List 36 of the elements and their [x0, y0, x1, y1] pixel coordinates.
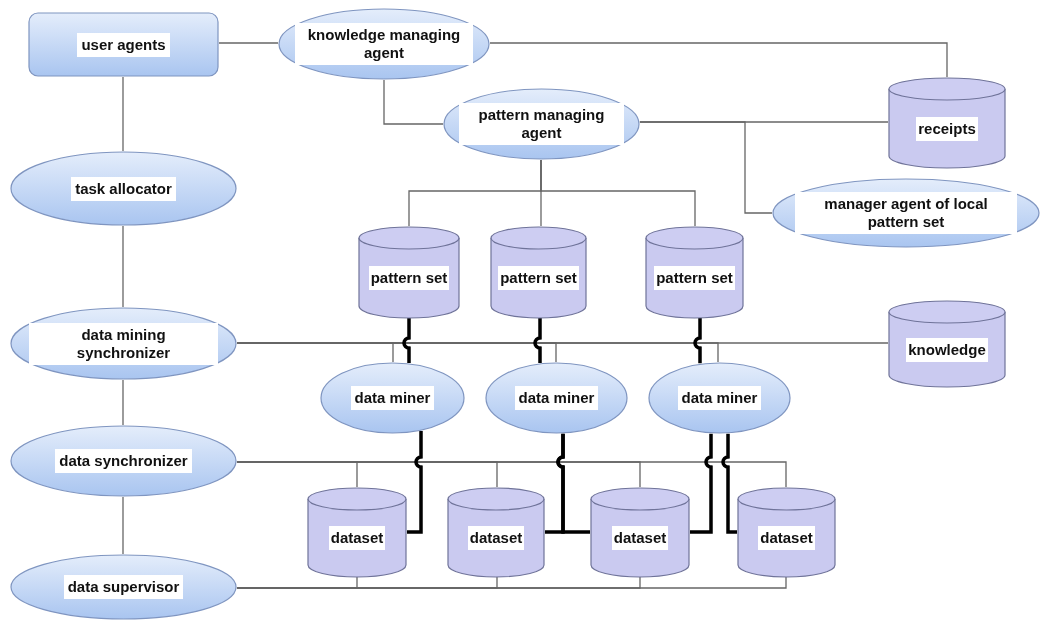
- node-label: dataset: [467, 526, 525, 550]
- thick-connector: [721, 433, 737, 534]
- node-label: knowledge managing agent: [295, 23, 473, 65]
- thick-connector: [693, 317, 702, 364]
- thick-connector: [690, 433, 713, 534]
- node-label: dataset: [328, 526, 386, 550]
- node-label: data miner: [514, 386, 599, 410]
- node-label: pattern set: [654, 266, 735, 290]
- connector-line: [639, 121, 773, 214]
- node-label: data supervisor: [63, 575, 184, 599]
- node-label: receipts: [916, 116, 978, 141]
- connector-line: [122, 225, 124, 308]
- connector-line: [540, 159, 696, 227]
- thick-connector: [556, 433, 590, 534]
- connector-line: [383, 79, 444, 125]
- connector-line: [122, 496, 124, 555]
- node-label: pattern set: [498, 266, 579, 290]
- node-label: pattern set: [368, 266, 450, 290]
- thick-connector: [407, 431, 423, 534]
- node-label: data synchronizer: [55, 449, 192, 473]
- thick-connector: [533, 318, 542, 363]
- node-label: data miner: [677, 386, 762, 410]
- node-label: dataset: [758, 526, 815, 550]
- node-label: data miner: [350, 386, 435, 410]
- node-label: pattern managing agent: [458, 103, 625, 145]
- connector-line: [489, 42, 948, 78]
- node-label: user agents: [77, 32, 170, 57]
- thick-connector: [402, 318, 411, 363]
- node-label: task allocator: [71, 176, 176, 201]
- node-label: dataset: [611, 526, 669, 550]
- node-label: knowledge: [906, 337, 988, 362]
- connector-line: [122, 76, 124, 152]
- connector-line: [218, 42, 279, 44]
- node-label: manager agent of local pattern set: [794, 192, 1018, 234]
- node-label: data mining synchronizer: [28, 322, 219, 365]
- connector-line: [122, 379, 124, 426]
